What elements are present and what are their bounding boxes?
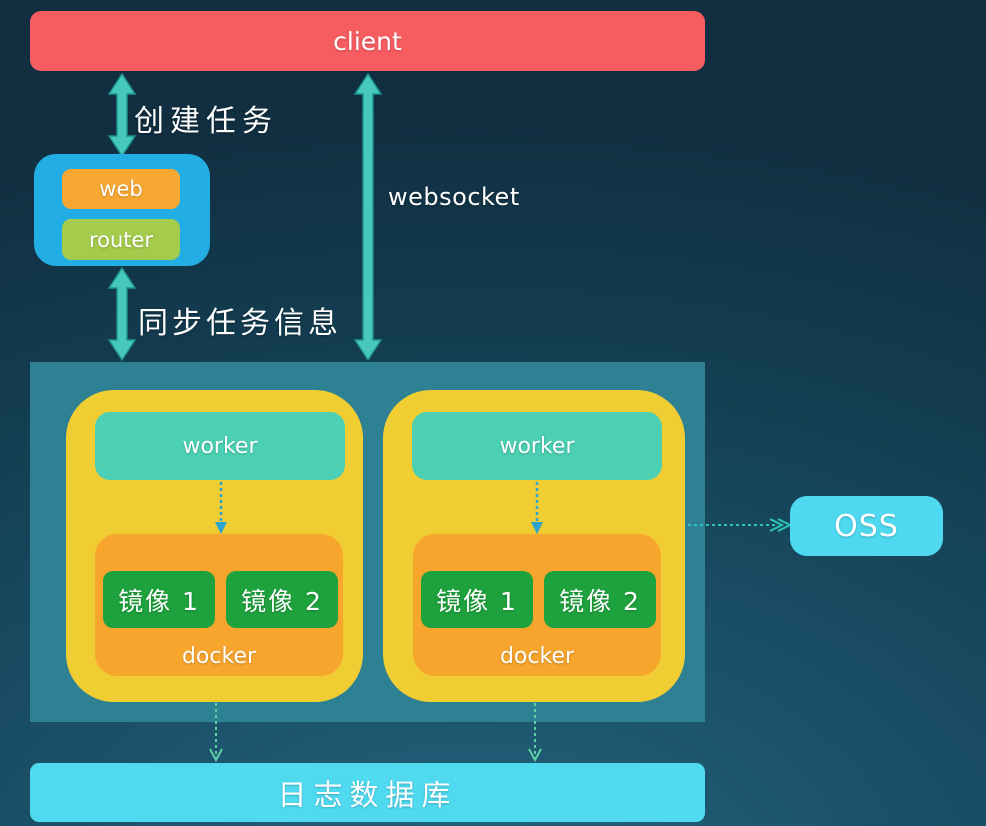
worker-to-docker-arrow-icon-2 bbox=[531, 482, 543, 534]
image-box-1b: 镜像 2 bbox=[226, 571, 338, 628]
image-label-1b: 镜像 2 bbox=[241, 586, 323, 616]
docker-label-2: docker bbox=[499, 644, 575, 669]
docker-box-1: 镜像 1 镜像 2 docker bbox=[95, 534, 343, 676]
client-box: client bbox=[30, 11, 705, 71]
image-label-1a: 镜像 1 bbox=[118, 586, 200, 616]
router-label: router bbox=[88, 227, 154, 252]
oss-label: OSS bbox=[834, 508, 899, 544]
image-label-2a: 镜像 1 bbox=[436, 586, 518, 616]
cluster-to-oss-arrow-icon bbox=[688, 518, 793, 532]
docker-box-2: 镜像 1 镜像 2 docker bbox=[413, 534, 661, 676]
sync-task-double-arrow-icon bbox=[107, 266, 137, 362]
worker-box-1: worker bbox=[95, 412, 345, 480]
log-database-label: 日志数据库 bbox=[277, 777, 458, 812]
image-box-1a: 镜像 1 bbox=[103, 571, 215, 628]
node2-to-logdb-arrow-icon bbox=[528, 703, 542, 763]
image-box-2b: 镜像 2 bbox=[544, 571, 656, 628]
worker-label-1: worker bbox=[182, 433, 258, 459]
web-box: web bbox=[62, 169, 180, 209]
web-label: web bbox=[99, 177, 143, 201]
sync-task-label: 同步任务信息 bbox=[138, 306, 342, 341]
create-task-double-arrow-icon bbox=[107, 72, 137, 158]
image-label-2b: 镜像 2 bbox=[559, 586, 641, 616]
worker-box-2: worker bbox=[412, 412, 662, 480]
websocket-double-arrow-icon bbox=[353, 72, 383, 362]
client-label: client bbox=[333, 26, 402, 56]
worker-to-docker-arrow-icon-1 bbox=[215, 482, 227, 534]
create-task-label: 创建任务 bbox=[134, 104, 278, 139]
node1-to-logdb-arrow-icon bbox=[209, 703, 223, 763]
router-box: router bbox=[62, 219, 180, 260]
oss-box: OSS bbox=[790, 496, 943, 556]
image-box-2a: 镜像 1 bbox=[421, 571, 533, 628]
websocket-label: websocket bbox=[388, 183, 520, 211]
docker-label-1: docker bbox=[181, 644, 257, 669]
worker-label-2: worker bbox=[499, 433, 575, 459]
log-database-box: 日志数据库 bbox=[30, 763, 705, 822]
